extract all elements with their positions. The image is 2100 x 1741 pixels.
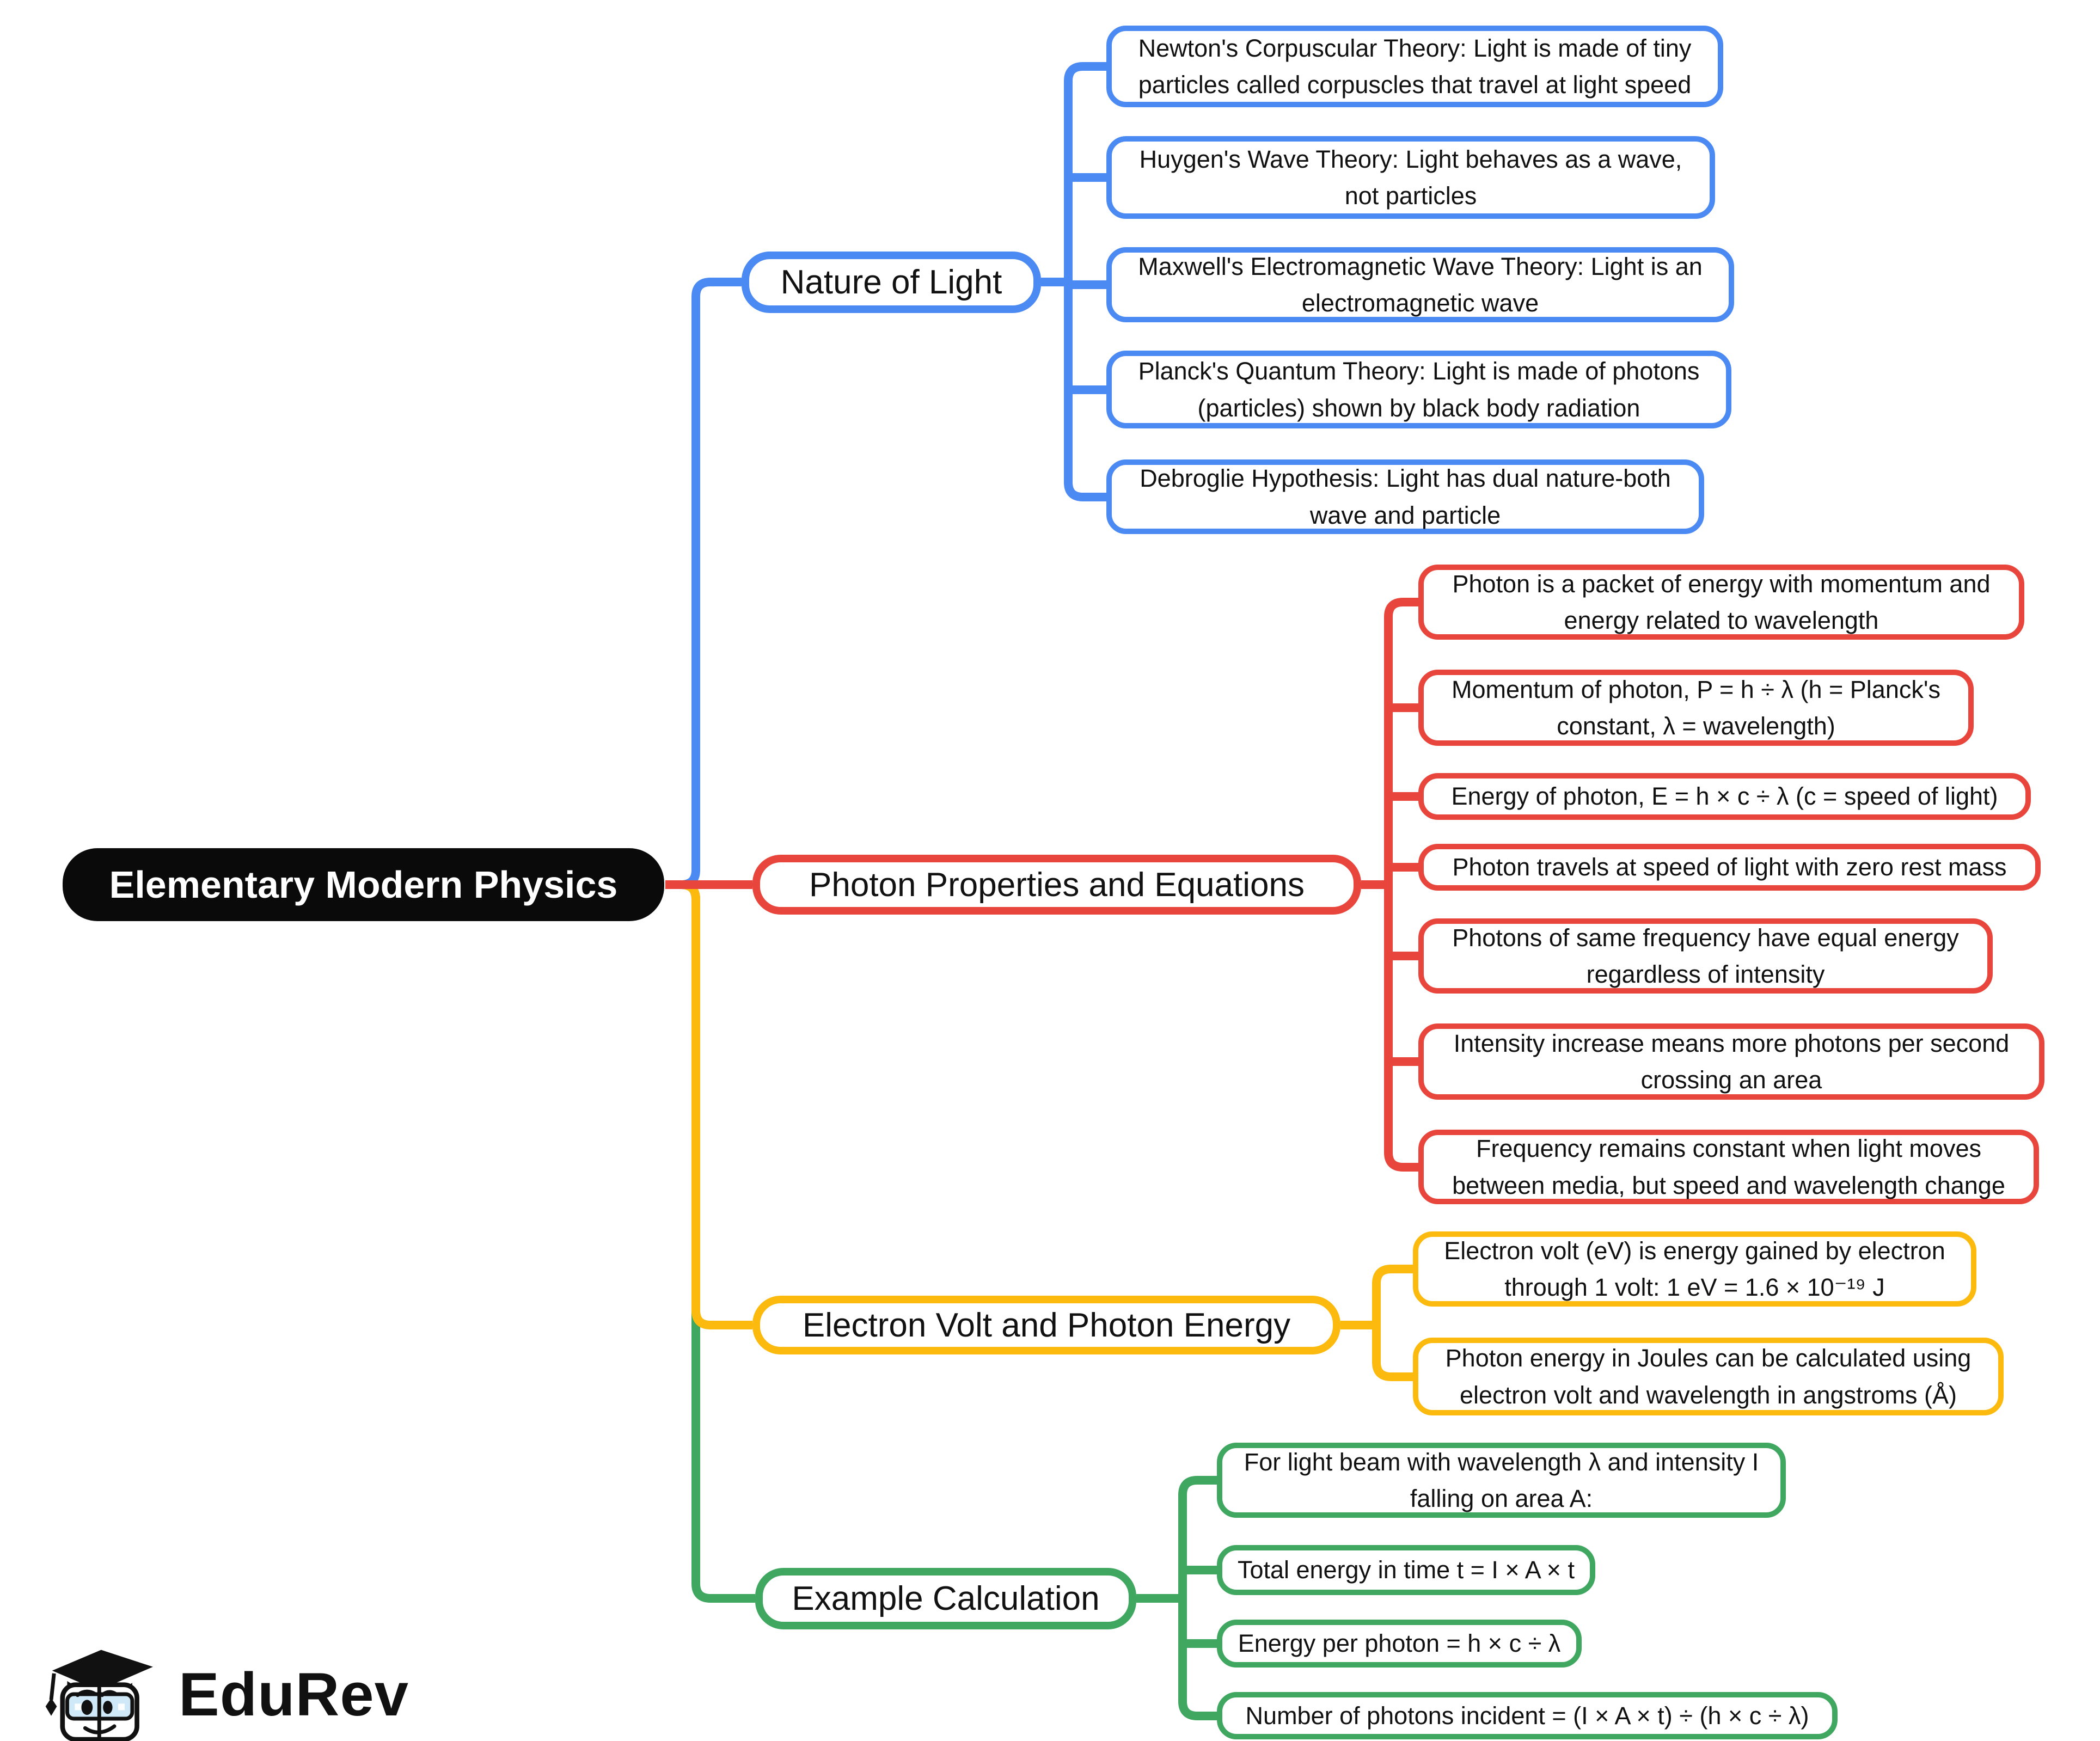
example-child-2: Total energy in time t = I × A × t [1217, 1545, 1595, 1595]
child-text: Planck's Quantum Theory: Light is made o… [1138, 357, 1700, 422]
child-text: Intensity increase means more photons pe… [1453, 1029, 2010, 1094]
child-text: Momentum of photon, P = h ÷ λ (h = Planc… [1452, 675, 1940, 740]
connector-green-main [665, 880, 755, 1603]
root-node: Elementary Modern Physics [63, 848, 664, 921]
photon-child-3: Energy of photon, E = h × c ÷ λ (c = spe… [1418, 773, 2031, 820]
branch-label: Electron Volt and Photon Energy [802, 1306, 1291, 1344]
photon-child-1: Photon is a packet of energy with moment… [1418, 565, 2024, 640]
edurev-logo: EduRev [41, 1640, 409, 1741]
child-text: Total energy in time t = I × A × t [1237, 1556, 1575, 1584]
nature-child-1: Newton's Corpuscular Theory: Light is ma… [1106, 26, 1723, 107]
child-text: Electron volt (eV) is energy gained by e… [1444, 1236, 1945, 1302]
photon-child-5: Photons of same frequency have equal ene… [1418, 918, 1993, 994]
child-text: Photon travels at speed of light with ze… [1452, 853, 2007, 881]
edurev-logo-text: EduRev [179, 1660, 409, 1728]
example-child-1: For light beam with wavelength λ and int… [1217, 1443, 1786, 1518]
child-text: Debroglie Hypothesis: Light has dual nat… [1140, 464, 1671, 529]
photon-child-4: Photon travels at speed of light with ze… [1418, 844, 2041, 891]
child-text: Huygen's Wave Theory: Light behaves as a… [1139, 145, 1682, 210]
branch-electron-volt: Electron Volt and Photon Energy [752, 1296, 1340, 1354]
example-child-3: Energy per photon = h × c ÷ λ [1217, 1620, 1582, 1668]
child-text: Photons of same frequency have equal ene… [1452, 923, 1959, 989]
connector-green-spine [1178, 1476, 1218, 1720]
electron-volt-child-1: Electron volt (eV) is energy gained by e… [1413, 1231, 1976, 1307]
child-text: Maxwell's Electromagnetic Wave Theory: L… [1138, 252, 1703, 317]
photon-child-2: Momentum of photon, P = h ÷ λ (h = Planc… [1418, 670, 1974, 746]
photon-child-7: Frequency remains constant when light mo… [1418, 1130, 2039, 1204]
nature-child-4: Planck's Quantum Theory: Light is made o… [1106, 351, 1731, 428]
child-text: For light beam with wavelength λ and int… [1244, 1448, 1759, 1513]
child-text: Energy per photon = h × c ÷ λ [1238, 1629, 1561, 1658]
photon-child-6: Intensity increase means more photons pe… [1418, 1023, 2044, 1100]
edurev-logo-icon [45, 1650, 153, 1741]
child-text: Number of photons incident = (I × A × t)… [1245, 1701, 1809, 1730]
electron-volt-child-2: Photon energy in Joules can be calculate… [1413, 1338, 2004, 1415]
connector-red-spine [1384, 598, 1419, 1172]
branch-label: Example Calculation [792, 1580, 1100, 1617]
connector-yellow-main [665, 880, 752, 1329]
branch-label: Nature of Light [780, 263, 1002, 301]
example-child-4: Number of photons incident = (I × A × t)… [1217, 1692, 1838, 1739]
branch-photon-properties: Photon Properties and Equations [752, 855, 1361, 915]
child-text: Photon is a packet of energy with moment… [1452, 569, 1991, 635]
nature-child-3: Maxwell's Electromagnetic Wave Theory: L… [1106, 247, 1734, 322]
nature-child-5: Debroglie Hypothesis: Light has dual nat… [1106, 459, 1704, 534]
connector-yellow-spine [1372, 1265, 1414, 1381]
child-text: Newton's Corpuscular Theory: Light is ma… [1138, 34, 1692, 99]
nature-child-2: Huygen's Wave Theory: Light behaves as a… [1106, 136, 1715, 219]
branch-label: Photon Properties and Equations [809, 866, 1305, 904]
branch-example-calculation: Example Calculation [755, 1568, 1136, 1629]
child-text: Photon energy in Joules can be calculate… [1445, 1344, 1972, 1409]
root-label: Elementary Modern Physics [109, 863, 618, 906]
child-text: Energy of photon, E = h × c ÷ λ (c = spe… [1451, 782, 1998, 811]
branch-nature-of-light: Nature of Light [742, 252, 1041, 313]
connector-blue-main [665, 278, 742, 889]
child-text: Frequency remains constant when light mo… [1452, 1135, 2005, 1199]
